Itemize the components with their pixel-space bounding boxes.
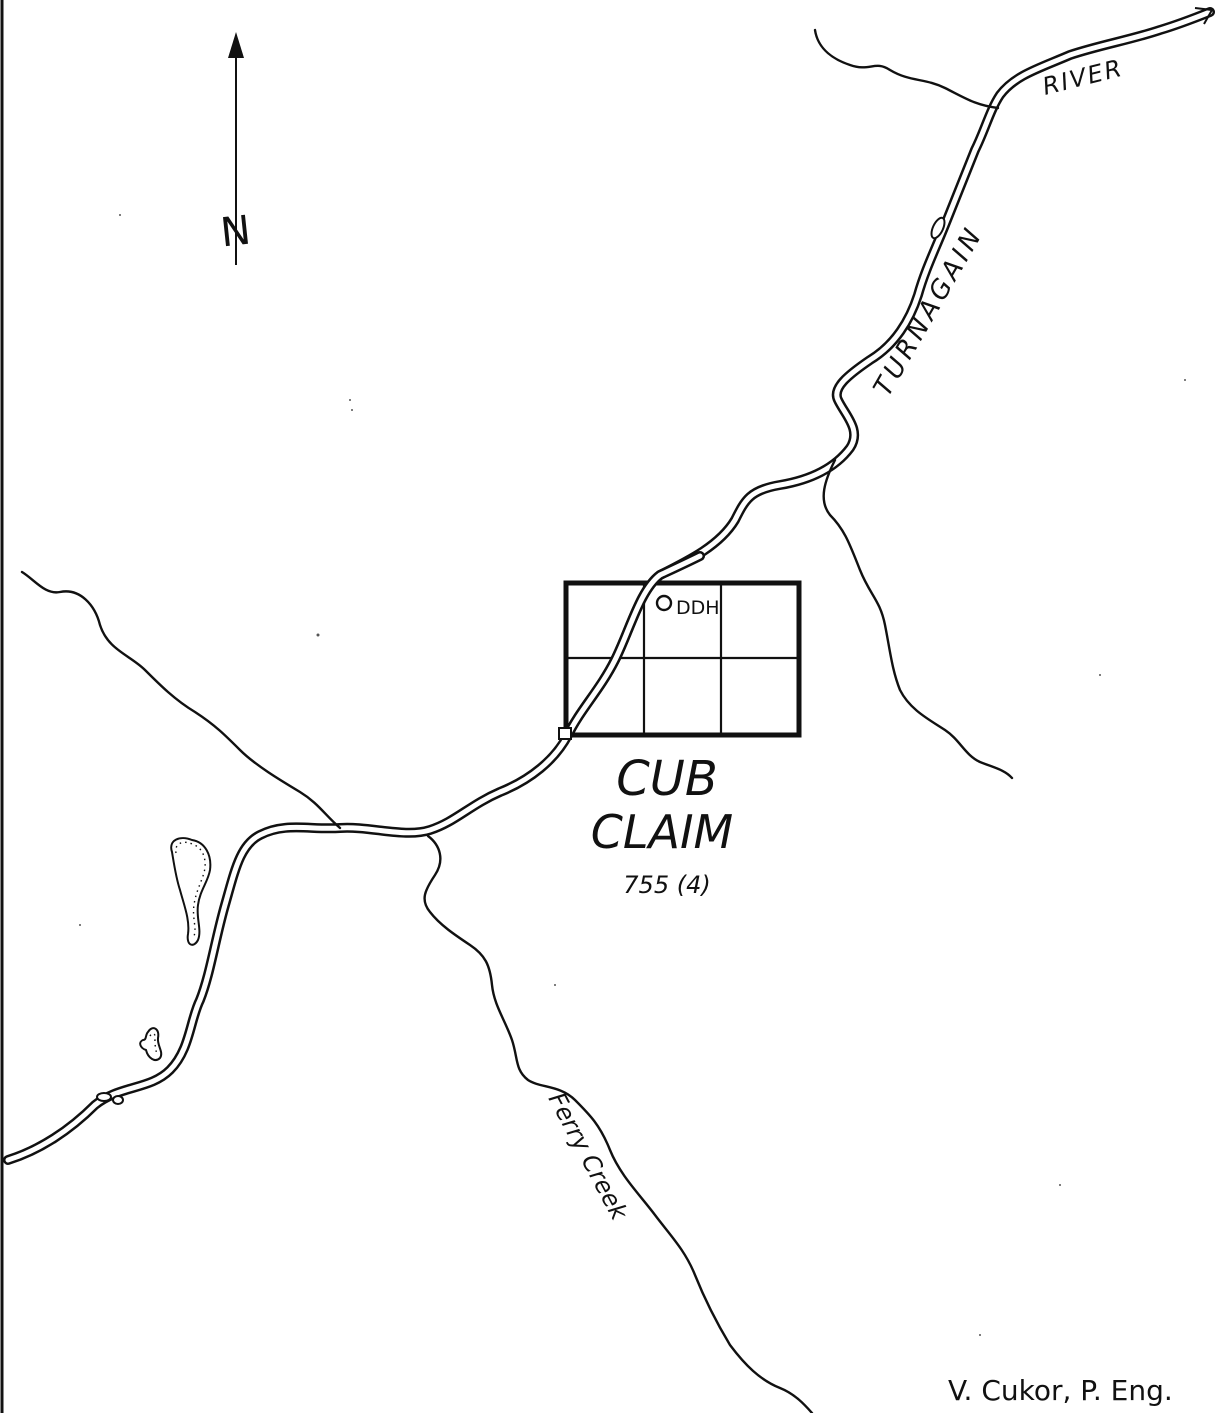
river-label-turnagain: TURNAGAIN bbox=[868, 221, 990, 402]
lake-north bbox=[170, 837, 212, 946]
river-island bbox=[112, 1095, 124, 1105]
claim-number: 755 (4) bbox=[623, 871, 710, 899]
cub-claim-block bbox=[563, 580, 802, 738]
claim-post-square-icon bbox=[558, 727, 572, 740]
creek-east bbox=[822, 458, 1014, 780]
north-arrow-icon: N bbox=[218, 32, 253, 265]
creek-northeast bbox=[813, 28, 1000, 110]
river-island bbox=[930, 216, 946, 240]
author-signature: V. Cukor, P. Eng. bbox=[948, 1374, 1173, 1407]
claim-name-line1: CUB bbox=[616, 751, 718, 807]
creek-northwest bbox=[20, 570, 342, 830]
claim-name-line2: CLAIM bbox=[591, 805, 733, 859]
lake-south bbox=[139, 1027, 163, 1061]
drill-hole-circle-icon bbox=[655, 594, 673, 612]
map-specks bbox=[79, 214, 1186, 1336]
ferry-creek bbox=[423, 834, 814, 1413]
drill-hole-label: DDH bbox=[676, 597, 720, 619]
river-island bbox=[96, 1092, 112, 1102]
river-flow-arrow-icon bbox=[1194, 7, 1214, 25]
ferry-creek-label: Ferry Creek bbox=[543, 1088, 634, 1226]
north-label: N bbox=[218, 208, 253, 257]
